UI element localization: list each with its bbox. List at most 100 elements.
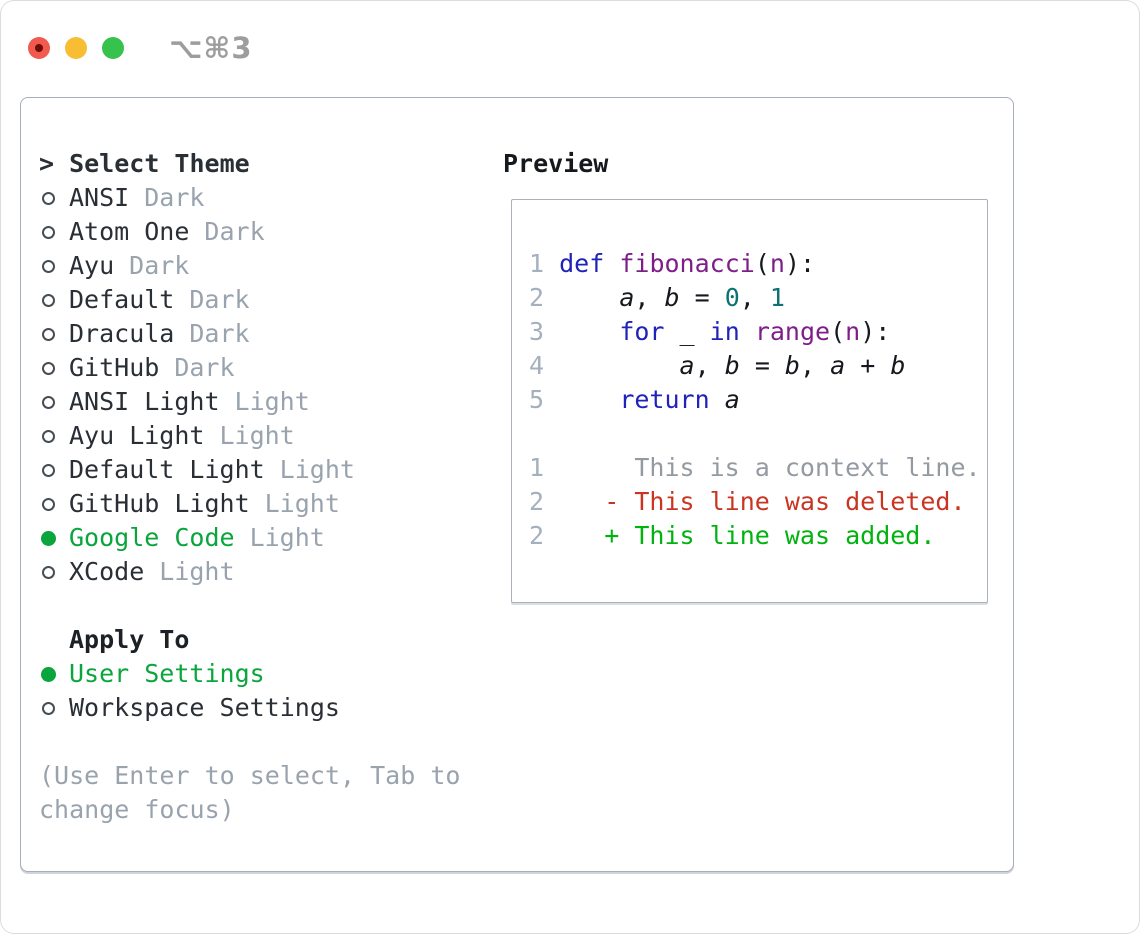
- code-segment: ,: [739, 283, 770, 312]
- code-segment: _: [664, 317, 710, 346]
- line-number: 3: [529, 317, 545, 346]
- theme-variant: Dark: [174, 353, 235, 382]
- theme-option-ayu-light[interactable]: Ayu Light Light: [39, 419, 501, 453]
- code-segment: ,: [634, 283, 665, 312]
- theme-option-github-light[interactable]: GitHub Light Light: [39, 487, 501, 521]
- code-segment: + This line was added.: [544, 521, 936, 550]
- line-number: 1: [529, 249, 545, 278]
- code-segment: =: [739, 351, 785, 380]
- code-segment: [604, 249, 619, 278]
- apply-option-label: User Settings: [69, 659, 265, 688]
- preview-diff-line: 1 This is a context line.: [529, 451, 987, 485]
- code-segment: (: [830, 317, 846, 346]
- theme-option-atom-one[interactable]: Atom One Dark: [39, 215, 501, 249]
- theme-variant: Dark: [129, 251, 190, 280]
- radio-icon: [42, 259, 55, 273]
- theme-name: Ayu: [69, 251, 115, 280]
- theme-variant: Dark: [204, 217, 265, 246]
- theme-variant: Light: [264, 489, 340, 518]
- preview-code-line: 3 for _ in range(n):: [529, 315, 987, 349]
- theme-variant: Light: [234, 387, 310, 416]
- line-number: 2: [529, 521, 545, 550]
- code-segment: b: [664, 283, 680, 312]
- theme-name: Default Light: [69, 455, 265, 484]
- radio-icon: [42, 225, 55, 239]
- theme-name: ANSI: [69, 183, 130, 212]
- theme-option-ansi[interactable]: ANSI Dark: [39, 181, 501, 215]
- theme-option-default-light[interactable]: Default Light Light: [39, 453, 501, 487]
- apply-option-label: Workspace Settings: [69, 693, 340, 722]
- theme-name: ANSI Light: [69, 387, 220, 416]
- theme-list-header: >Select Theme: [39, 147, 501, 181]
- code-segment: a: [619, 283, 635, 312]
- theme-list-title: Select Theme: [69, 149, 250, 178]
- code-segment: fibonacci: [619, 249, 755, 278]
- code-segment: def: [559, 249, 605, 278]
- window-shortcut-label: ⌥⌘3: [169, 31, 253, 65]
- line-number: 2: [529, 283, 545, 312]
- theme-name: Ayu Light: [69, 421, 205, 450]
- theme-name: Dracula: [69, 319, 175, 348]
- radio-icon: [42, 361, 55, 375]
- theme-variant: Light: [279, 455, 355, 484]
- preview-diff-line: 2 - This line was deleted.: [529, 485, 987, 519]
- radio-icon: [42, 293, 55, 307]
- radio-icon: [42, 395, 55, 409]
- preview-diff-line: 2 + This line was added.: [529, 519, 987, 553]
- zoom-button[interactable]: [102, 37, 124, 59]
- code-segment: in: [709, 317, 740, 346]
- minimize-button[interactable]: [65, 37, 87, 59]
- radio-selected-icon: [41, 530, 56, 546]
- code-segment: ):: [860, 317, 891, 346]
- window-titlebar: ⌥⌘3: [0, 0, 1140, 70]
- code-segment: ):: [784, 249, 816, 278]
- code-segment: a: [724, 385, 740, 414]
- theme-option-ayu[interactable]: Ayu Dark: [39, 249, 501, 283]
- theme-name: Google Code: [69, 523, 235, 552]
- preview-section: Preview 1 def fibonacci(n):2 a, b = 0, 1…: [501, 147, 1013, 871]
- apply-option-user-settings[interactable]: User Settings: [39, 657, 501, 691]
- theme-name: GitHub Light: [69, 489, 250, 518]
- code-segment: b: [890, 351, 906, 380]
- code-segment: a: [679, 351, 695, 380]
- preview-code-line: 5 return a: [529, 383, 987, 417]
- code-segment: a: [830, 351, 846, 380]
- code-segment: [710, 385, 725, 414]
- code-segment: - This line was deleted.: [544, 487, 966, 516]
- code-segment: return: [619, 385, 710, 414]
- preview-title: Preview: [503, 149, 609, 178]
- theme-name: Default: [69, 285, 175, 314]
- theme-variant: Dark: [144, 183, 205, 212]
- theme-name: XCode: [69, 557, 145, 586]
- theme-variant: Light: [219, 421, 295, 450]
- close-button[interactable]: [28, 37, 50, 59]
- radio-icon: [42, 463, 55, 477]
- apply-option-workspace-settings[interactable]: Workspace Settings: [39, 691, 501, 725]
- code-segment: This is a context line.: [544, 453, 981, 482]
- radio-icon: [42, 191, 55, 205]
- radio-icon: [42, 497, 55, 511]
- radio-icon: [42, 565, 55, 579]
- code-segment: ,: [799, 351, 831, 380]
- preview-blank-line: [529, 417, 987, 451]
- theme-option-ansi-light[interactable]: ANSI Light Light: [39, 385, 501, 419]
- code-segment: range: [754, 317, 831, 346]
- spacer: [39, 589, 501, 623]
- code-segment: 1: [769, 283, 785, 312]
- radio-icon: [42, 429, 55, 443]
- code-segment: +: [845, 351, 891, 380]
- theme-name: Atom One: [69, 217, 190, 246]
- line-number: 5: [529, 385, 545, 414]
- code-segment: [544, 317, 619, 346]
- code-segment: for: [619, 317, 665, 346]
